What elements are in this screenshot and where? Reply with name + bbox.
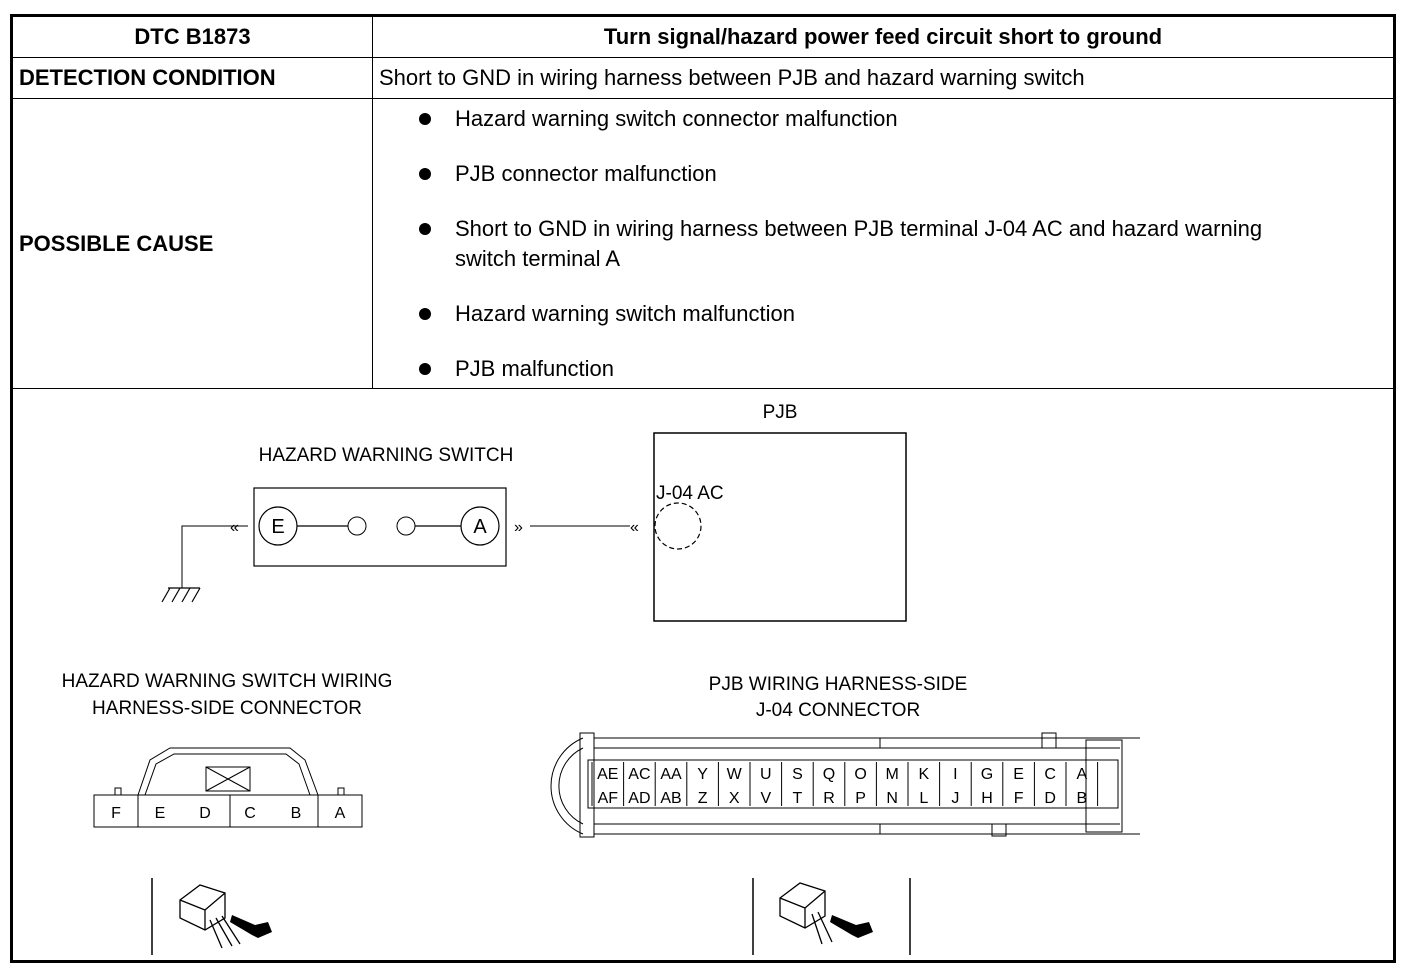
pjb-pin-label: I	[953, 766, 957, 783]
pjb-pin-label: AB	[660, 790, 681, 807]
hz-connector-title-line2: HARNESS-SIDE CONNECTOR	[92, 698, 362, 719]
cause-text: Short to GND in wiring harness between P…	[455, 215, 1263, 271]
header-row: DTC B1873 Turn signal/hazard power feed …	[13, 17, 1393, 58]
cause-list: Hazard warning switch connector malfunct…	[379, 104, 1387, 384]
switch-label: HAZARD WARNING SWITCH	[259, 445, 514, 466]
terminal-e-label: E	[271, 516, 284, 538]
cause-label: POSSIBLE CAUSE	[13, 98, 373, 389]
bullet-icon	[419, 167, 431, 180]
pjb-connector-body	[550, 732, 1140, 838]
cause-text: PJB connector malfunction	[455, 160, 717, 186]
hz-pin-label: B	[291, 805, 302, 822]
pjb-terminal	[654, 502, 702, 550]
pjb-pin-label: K	[918, 766, 929, 783]
hz-pin-label: C	[244, 805, 256, 822]
cause-text: Hazard warning switch malfunction	[455, 300, 795, 326]
pjb-pin-label: AD	[628, 790, 650, 807]
pjb-connector-title-line2: J-04 CONNECTOR	[756, 700, 920, 721]
pjb-pin-label: R	[823, 790, 835, 807]
pjb-pin-label: E	[1013, 766, 1024, 783]
bullet-icon	[419, 307, 431, 320]
pjb-pin-label: AC	[628, 766, 650, 783]
hz-pin-label: D	[199, 805, 211, 822]
pjb-box	[653, 432, 907, 622]
switch-box	[253, 487, 507, 567]
pjb-terminal-label: J-04 AC	[656, 483, 724, 504]
arrow-icon	[230, 915, 272, 938]
switch-contact	[347, 516, 367, 536]
dtc-sheet: DTC B1873 Turn signal/hazard power feed …	[10, 14, 1396, 963]
pjb-pin-label: A	[1076, 766, 1087, 783]
detection-value: Short to GND in wiring harness between P…	[372, 57, 1393, 99]
connector-chevron-icon: «	[630, 519, 639, 536]
pjb-pin-label: AE	[597, 766, 618, 783]
cause-row: POSSIBLE CAUSE Hazard warning switch con…	[13, 98, 1393, 389]
list-item: Short to GND in wiring harness between P…	[419, 214, 1315, 274]
connector-chevron-icon: »	[514, 519, 523, 536]
pjb-pin-label: Q	[823, 766, 835, 783]
pjb-pin-label: U	[760, 766, 772, 783]
list-item: PJB malfunction	[419, 354, 1315, 384]
pjb-pin-label: H	[981, 790, 993, 807]
cause-text: PJB malfunction	[455, 355, 614, 381]
pjb-pin-label: L	[919, 790, 928, 807]
hz-pin-label: E	[155, 805, 166, 822]
bullet-icon	[419, 112, 431, 125]
pjb-pin-label: J	[951, 790, 959, 807]
dtc-code: DTC B1873	[13, 17, 373, 58]
ground-wire	[181, 525, 248, 588]
pjb-pin-label: O	[854, 766, 866, 783]
connector-chevron-icon: «	[230, 519, 239, 536]
pjb-pin-label: Z	[698, 790, 708, 807]
pjb-pin-label: X	[729, 790, 740, 807]
connector-view-icon	[779, 882, 833, 945]
dtc-table: DTC B1873 Turn signal/hazard power feed …	[13, 17, 1393, 389]
pjb-pin-label: F	[1014, 790, 1024, 807]
hz-connector-body	[93, 747, 363, 828]
pjb-label: PJB	[763, 402, 798, 423]
pjb-pin-label: V	[760, 790, 771, 807]
detection-label: DETECTION CONDITION	[13, 57, 373, 99]
pjb-pin-label: T	[793, 790, 803, 807]
list-item: Hazard warning switch connector malfunct…	[419, 104, 1315, 134]
hz-connector-title-line1: HAZARD WARNING SWITCH WIRING	[62, 671, 393, 692]
detection-row: DETECTION CONDITION Short to GND in wiri…	[13, 57, 1393, 99]
terminal-a	[460, 506, 500, 546]
cause-text: Hazard warning switch connector malfunct…	[455, 105, 898, 131]
arrow-icon	[830, 915, 873, 938]
ground-icon	[161, 587, 201, 603]
switch-contact	[396, 516, 416, 536]
pjb-pin-label: P	[855, 790, 866, 807]
pjb-pin-label: N	[886, 790, 898, 807]
pjb-pin-label: C	[1044, 766, 1056, 783]
pjb-pin-label: B	[1076, 790, 1087, 807]
bullet-icon	[419, 222, 431, 235]
pjb-pin-label: M	[886, 766, 899, 783]
hz-pin-label: A	[335, 805, 346, 822]
pjb-pin-label: Y	[697, 766, 708, 783]
bullet-icon	[419, 362, 431, 375]
hz-pin-label: F	[111, 805, 121, 822]
pjb-connector-title-line1: PJB WIRING HARNESS-SIDE	[709, 674, 968, 695]
dtc-description: Turn signal/hazard power feed circuit sh…	[372, 17, 1393, 58]
cause-cell: Hazard warning switch connector malfunct…	[372, 98, 1393, 389]
pjb-pin-label: G	[981, 766, 993, 783]
pjb-pin-label: S	[792, 766, 803, 783]
pjb-pin-label: W	[727, 766, 743, 783]
list-item: PJB connector malfunction	[419, 159, 1315, 189]
pjb-pin-label: AA	[660, 766, 682, 783]
list-item: Hazard warning switch malfunction	[419, 299, 1315, 329]
pjb-pin-label: AF	[598, 790, 619, 807]
connector-view-icon	[179, 884, 241, 949]
terminal-a-label: A	[473, 516, 487, 538]
pjb-pin-label: D	[1044, 790, 1056, 807]
